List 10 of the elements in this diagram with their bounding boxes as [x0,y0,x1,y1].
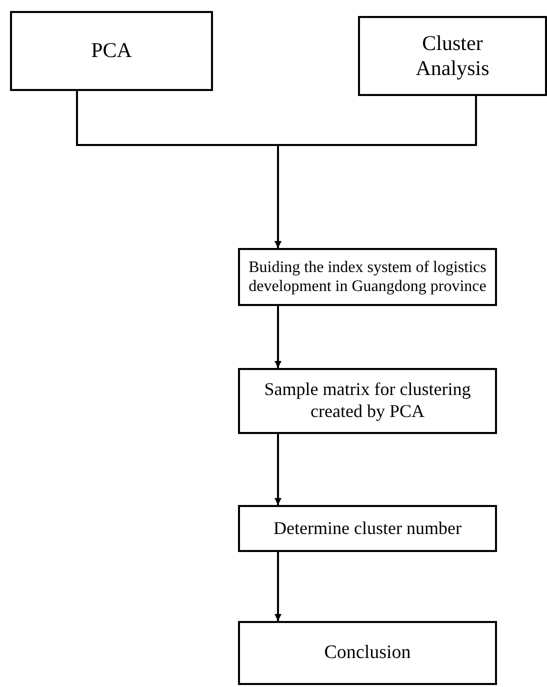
process-box: Sample matrix for clustering created by PCA [238,368,497,434]
arrow [274,552,282,621]
arrow [274,96,477,248]
process-box: Determine cluster number [238,505,497,552]
process-box: Cluster Analysis [358,16,547,96]
process-box: Conclusion [238,621,497,685]
process-box: PCA [10,11,213,91]
arrow [274,434,282,505]
process-box: Buiding the index system of logistics development in Guangdong province [238,248,497,306]
arrow [274,306,282,368]
